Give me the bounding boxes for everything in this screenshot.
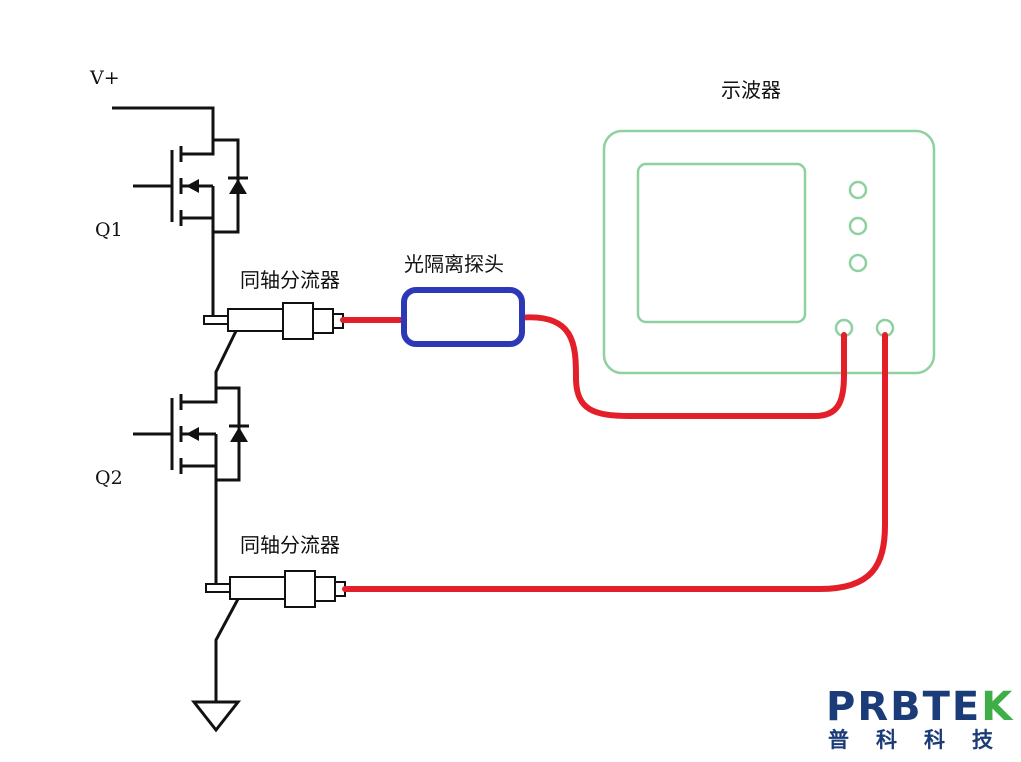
midpoint-wire [214,330,238,392]
q1-label: Q1 [95,219,123,241]
mosfet-q2-arrows [186,427,248,442]
vplus-label: V+ [89,67,120,89]
prbtek-logo: PRBTEK 普 科 科 技 [826,684,1014,752]
oscilloscope-label: 示波器 [721,78,781,102]
logo-sub-2: 科 [876,728,897,752]
oscilloscope [602,129,936,375]
mosfet-q1-arrows [186,179,247,194]
coaxial-shunt-top [203,302,344,340]
coaxial-shunt-bottom [205,570,346,608]
logo-sub-4: 技 [972,728,994,752]
logo-sub-1: 普 [828,728,849,752]
q2-label: Q2 [95,467,123,489]
ground-wire [214,598,240,702]
logo-sub-3: 科 [924,728,945,752]
shunt-bottom-label: 同轴分流器 [240,533,340,557]
power-rail [112,106,215,150]
shunt-top-label: 同轴分流器 [240,268,340,292]
ground-symbol [190,700,242,733]
mosfet-q1 [133,138,248,234]
probe-label: 光隔离探头 [404,252,504,276]
optical-isolated-probe [401,287,525,347]
probe-cables [340,314,888,592]
logo-wordmark: PRBTEK [826,684,1014,730]
